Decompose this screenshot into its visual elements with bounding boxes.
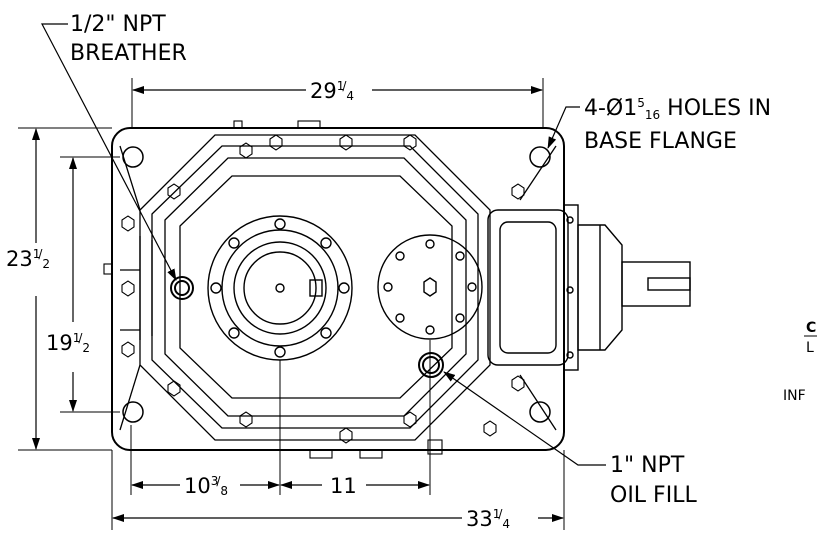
dim-left-height: 231/2 [6, 247, 50, 271]
input-flange [487, 204, 623, 371]
holes-label-prefix: 4-Ø1 [584, 96, 637, 121]
base-flange-holes [122, 146, 551, 423]
mounting-hole-br [529, 401, 551, 423]
holes-label-line2: BASE FLANGE [584, 129, 737, 154]
breather-leader [41, 23, 177, 281]
output-shaft-cover [207, 215, 353, 361]
dimension-lines [32, 86, 564, 522]
dim-top-width: 291/4 [310, 79, 354, 103]
callout-holes: 4-Ø1516 HOLES IN BASE FLANGE [584, 96, 771, 154]
inspection-cover [377, 234, 483, 340]
oil-fill-leader [443, 371, 606, 466]
holes-label-num: 5 [637, 96, 645, 110]
leader-lines [41, 23, 606, 466]
callout-breather: 1/2" NPT BREATHER [70, 12, 187, 66]
perimeter-bolts [121, 134, 525, 444]
breather-label-line1: 1/2" NPT [70, 12, 166, 37]
breather-label-line2: BREATHER [70, 41, 187, 66]
clipped-note-2: L [806, 340, 814, 356]
breather-plug [170, 276, 194, 300]
callout-oil-fill: 1" NPT OIL FILL [610, 453, 697, 508]
mounting-hole-tl [122, 146, 144, 168]
clipped-note-3: INF [783, 388, 806, 404]
holes-label-suffix: HOLES IN [660, 96, 771, 121]
dim-inner-height: 191/2 [46, 331, 90, 355]
oil-fill-label-line1: 1" NPT [610, 453, 685, 478]
dim-bottom-b: 11 [330, 474, 357, 498]
mounting-hole-bl [122, 401, 144, 423]
input-shaft [621, 261, 691, 307]
housing-lugs [103, 120, 443, 459]
oil-fill-plug [418, 352, 444, 378]
clipped-notes: C L INF [783, 320, 817, 404]
dimension-labels: 291/4 231/2 191/2 103/8 11 331/4 [6, 79, 510, 531]
holes-label-den: 16 [645, 108, 660, 122]
housing-body [119, 134, 557, 441]
oil-fill-label-line2: OIL FILL [610, 483, 697, 508]
dim-bottom-total: 331/4 [466, 507, 510, 531]
svg-text:4-Ø1516 HOLES IN: 4-Ø1516 HOLES IN [584, 96, 771, 122]
mounting-hole-tr [529, 146, 551, 168]
dim-bottom-a: 103/8 [184, 474, 228, 498]
clipped-note-1: C [806, 320, 816, 336]
holes-leader [547, 106, 580, 149]
